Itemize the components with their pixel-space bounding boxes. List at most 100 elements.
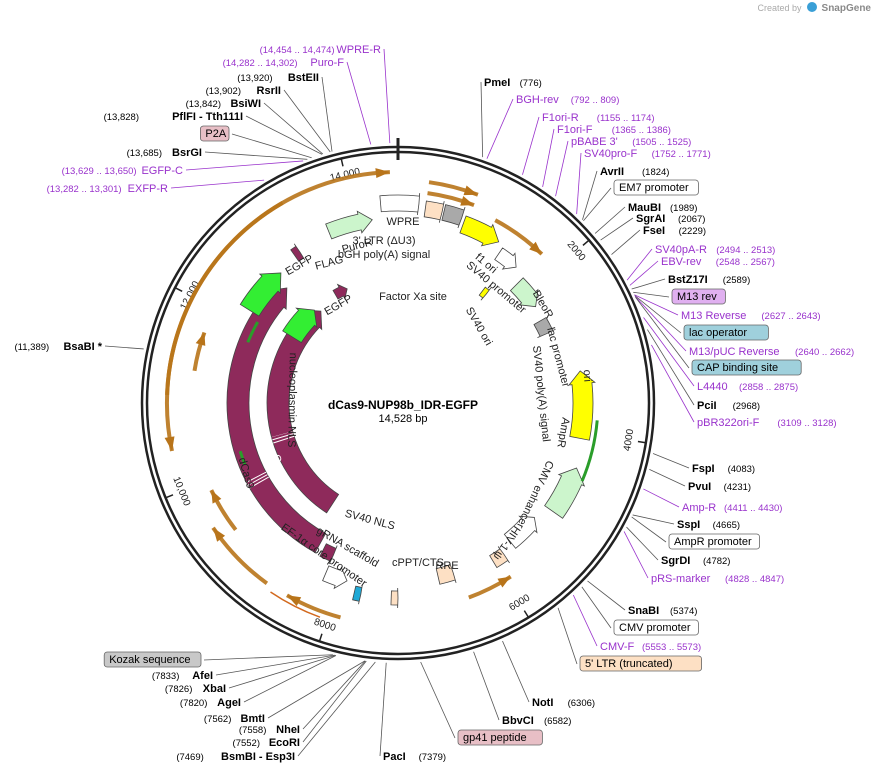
bgh-rev-position: (792 .. 809)	[571, 95, 620, 106]
agei-label: AgeI	[217, 697, 241, 709]
pbr322ori-f-callout: pBR322ori-F(3109 .. 3128)	[697, 417, 837, 429]
sgrdi-label: SgrDI	[661, 555, 690, 567]
callout-leaders	[104, 48, 695, 757]
sspi-position: (4665)	[713, 520, 740, 531]
wpre-feature	[379, 193, 421, 216]
bmti-callout: BmtI(7562)	[204, 713, 265, 725]
pbabe-3-leader	[555, 140, 569, 197]
kozak-sequence-callout: Kozak sequence	[103, 651, 202, 668]
bmti-position: (7562)	[204, 714, 231, 725]
callout-labels: PmeI(776)BGH-rev(792 .. 809)F1ori-R(1155…	[15, 44, 855, 763]
bsrgi-position: (13,685)	[127, 148, 162, 159]
pbabe-3-position: (1505 .. 1525)	[632, 137, 691, 148]
sv40pa-r-callout: SV40pA-R(2494 .. 2513)	[655, 244, 775, 256]
cmv-enhancer-feature	[503, 515, 538, 549]
sv40-poly-a-signal-feature-label: SV40 poly(A) signal	[530, 345, 552, 442]
avrii-position: (1824)	[642, 167, 669, 178]
puro-direction-arrow	[246, 321, 260, 343]
pvui-leader	[649, 469, 686, 487]
f1ori-f-leader	[542, 128, 555, 188]
p2a-label: P2A	[205, 128, 226, 140]
plasmid-name: dCas9-NUP98b_IDR-EGFP	[328, 398, 478, 412]
pbabe-3-label: pBABE 3'	[571, 136, 618, 148]
em7-promoter-box	[613, 179, 699, 196]
exfp-r-position: (13,282 .. 13,301)	[47, 184, 122, 195]
pflfi-tth111i-position: (13,828)	[104, 112, 139, 123]
amp-r-callout: Amp-R(4411 .. 4430)	[682, 502, 782, 514]
sv40-polya-feature	[533, 316, 556, 339]
kozak-sequence-leader	[203, 654, 333, 661]
cmv-promoter-label: CMV promoter	[619, 622, 691, 634]
ltr-3-feature	[423, 200, 445, 223]
m13-puc-reverse-label: M13/pUC Reverse	[689, 346, 779, 358]
snabi-callout: SnaBI(5374)	[628, 605, 697, 617]
bstz17i-leader	[631, 278, 666, 290]
snapgene-logo-icon	[807, 2, 818, 12]
bsabi-leader	[104, 345, 144, 350]
sgrdi-leader	[626, 526, 659, 561]
hiv-psi-feature	[489, 546, 510, 569]
pcii-callout: PciI (2968)	[697, 400, 760, 412]
tick-label-2000: 2000	[565, 239, 588, 263]
pflfi-tth111i-callout: PflFI - Tth111I(13,828)	[104, 111, 243, 123]
cppt-feature	[390, 587, 399, 609]
afei-position: (7833)	[152, 671, 179, 682]
credit-brand: SnapGene	[821, 3, 871, 14]
cmv-f-callout: CMV-F(5553 .. 5573)	[600, 641, 701, 653]
cmv-f-leader	[572, 594, 598, 647]
m13-reverse-callout: M13 Reverse(2627 .. 2643)	[681, 310, 821, 322]
bsabi-position: (11,389)	[15, 342, 50, 353]
sgrai-position: (2067)	[678, 214, 705, 225]
pbr322ori-f-position: (3109 .. 3128)	[777, 418, 836, 429]
orf-arrowhead-1	[164, 436, 175, 452]
cap-binding-site-callout: CAP binding site	[691, 359, 802, 376]
sgrai-callout: SgrAI(2067)	[636, 213, 705, 225]
wpre-r-label: WPRE-R	[336, 44, 381, 56]
bsteii-leader	[321, 76, 333, 152]
m13-rev-label: M13 rev	[677, 291, 717, 303]
tick-label-6000: 6000	[507, 592, 532, 613]
f1ori-r-callout: F1ori-R(1155 .. 1174)	[542, 112, 655, 124]
tick-8000	[318, 633, 323, 642]
sv40pro-f-callout: SV40pro-F(1752 .. 1771)	[584, 148, 711, 160]
m13-reverse-leader	[634, 294, 679, 316]
l4440-label: L4440	[697, 381, 728, 393]
ampr-promoter-callout: AmpR promoter	[668, 533, 760, 550]
agei-leader	[243, 655, 337, 703]
m13-puc-reverse-callout: M13/pUC Reverse(2640 .. 2662)	[689, 346, 854, 358]
sspi-leader	[632, 514, 675, 525]
nhei-leader	[302, 660, 366, 730]
amp-direction-arrow	[238, 450, 247, 466]
p2a-leader	[231, 133, 312, 159]
sv40-nls-feature	[319, 543, 338, 565]
nhei-callout: NheI(7558)	[239, 724, 300, 736]
puror-feature	[325, 210, 373, 240]
gp41-peptide-leader	[420, 661, 456, 739]
5-ltr-truncated-box	[579, 655, 702, 672]
gp41-peptide-box	[457, 729, 543, 746]
prs-marker-callout: pRS-marker(4828 .. 4847)	[651, 573, 784, 585]
gp41-peptide-callout: gp41 peptide	[457, 729, 543, 746]
sv40-ori-feature	[478, 286, 492, 301]
orf-arrowhead-5	[497, 576, 511, 588]
pcii-position: (2968)	[733, 401, 760, 412]
lac-promoter-feature-label: lac promoter	[544, 326, 572, 388]
m13-rev-leader	[633, 291, 670, 298]
fspi-label: FspI	[692, 463, 715, 475]
pcii-label: PciI	[697, 400, 717, 412]
xbai-leader	[228, 655, 336, 689]
afei-callout: AfeI(7833)	[152, 670, 213, 682]
f1ori-r-position: (1155 .. 1174)	[597, 113, 655, 124]
kozak-sequence-box	[103, 651, 202, 668]
5-ltr-truncated-leader	[557, 607, 578, 665]
ecori-position: (7552)	[233, 738, 260, 749]
ebv-rev-label: EBV-rev	[661, 256, 702, 268]
m13-rev-box	[671, 288, 726, 305]
ecori-label: EcoRI	[269, 737, 300, 749]
snabi-position: (5374)	[670, 606, 697, 617]
pmei-label: PmeI	[484, 77, 510, 89]
bsrgi-leader	[204, 151, 308, 160]
cmv-promoter-leader	[581, 586, 612, 629]
pmei-leader	[480, 81, 484, 158]
egfp-c-position: (13,629 .. 13,650)	[62, 166, 137, 177]
